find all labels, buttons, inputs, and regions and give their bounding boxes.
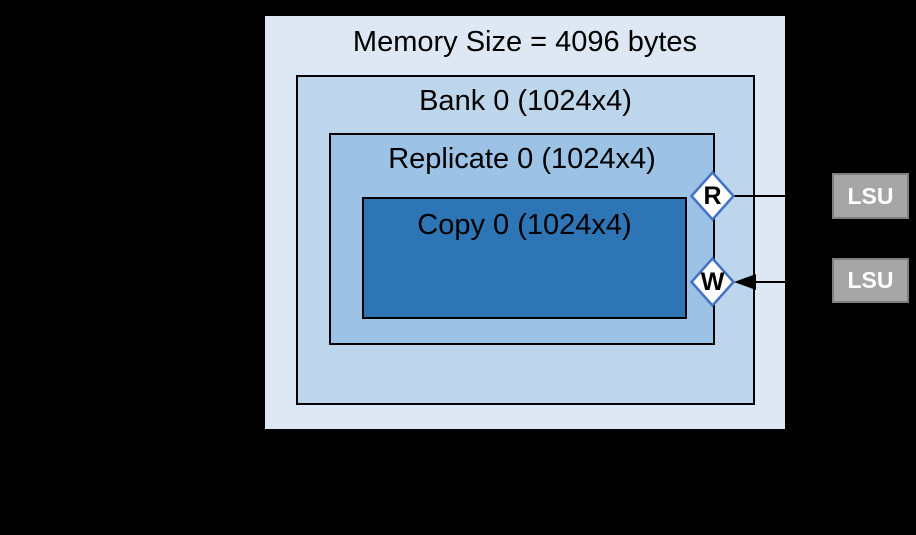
write-port-label: W: [700, 267, 725, 296]
read-connection-line: [734, 195, 832, 197]
write-connection-line: [752, 281, 832, 283]
lsu-read-label: LSU: [847, 182, 894, 209]
replicate-label: Replicate 0 (1024x4): [388, 143, 656, 175]
diamond-shape-icon: [690, 171, 735, 221]
read-port-label: R: [703, 181, 722, 210]
memory-box: Memory Size = 4096 bytes Bank 0 (1024x4)…: [263, 14, 787, 431]
copy-label: Copy 0 (1024x4): [417, 209, 632, 241]
lsu-read-box: LSU: [832, 173, 909, 219]
write-port-diamond: W: [690, 257, 735, 307]
lsu-write-label: LSU: [847, 267, 894, 293]
bank-label: Bank 0 (1024x4): [419, 85, 632, 117]
memory-size-label: Memory Size = 4096 bytes: [352, 26, 698, 58]
copy-box: Copy 0 (1024x4): [362, 197, 687, 319]
read-port-diamond: R: [690, 171, 735, 221]
diamond-shape-icon: [690, 257, 735, 307]
lsu-write-box: LSU: [832, 258, 909, 303]
left-arrowhead-icon: [734, 274, 756, 290]
replicate-box: Replicate 0 (1024x4) Copy 0 (1024x4): [329, 133, 715, 345]
bank-box: Bank 0 (1024x4) Replicate 0 (1024x4) Cop…: [296, 75, 755, 405]
